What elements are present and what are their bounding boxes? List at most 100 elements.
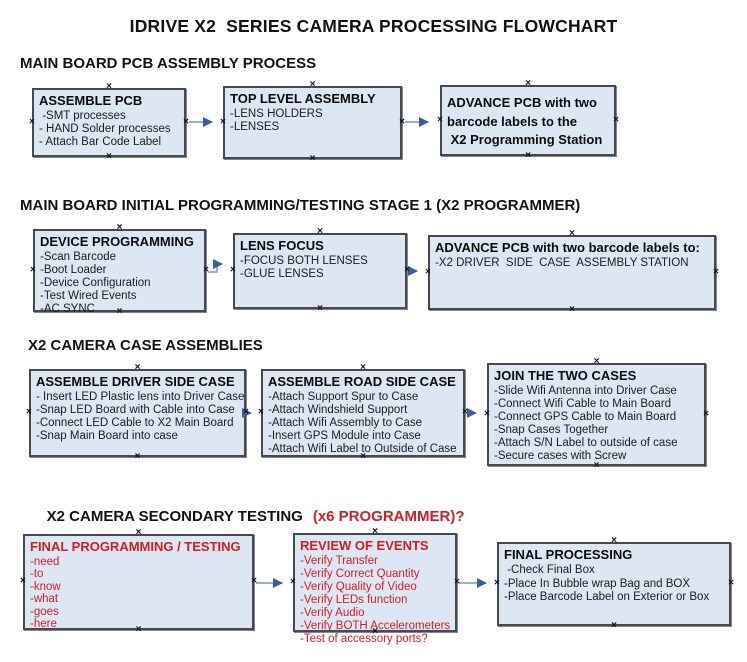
box-item: -Verify Transfer bbox=[300, 555, 378, 567]
section-heading-secondary-testing-black: X2 CAMERA SECONDARY TESTING bbox=[46, 508, 303, 525]
connector-handle-icon: × bbox=[309, 79, 316, 90]
connector-handle-icon: × bbox=[494, 577, 500, 589]
connector-handle-icon: × bbox=[203, 264, 209, 276]
connector-handle-icon: × bbox=[569, 304, 575, 315]
flow-box-advance-pcb-driver-side: ×××× ADVANCE PCB with two barcode labels… bbox=[425, 229, 719, 315]
box-item: -Insert GPS Module into Case bbox=[268, 430, 421, 442]
connector-handle-icon: × bbox=[611, 620, 617, 631]
box-item: -AC SYNC bbox=[40, 303, 95, 315]
connector-handle-icon: × bbox=[593, 356, 600, 367]
connector-handle-icon: × bbox=[372, 626, 378, 637]
box-item: -Snap Main Board into case bbox=[36, 430, 178, 442]
box-item: -Connect LED Cable to X2 Main Board bbox=[36, 417, 234, 429]
arrow-device-to-lensfocus bbox=[208, 259, 223, 273]
flow-box-assemble-road-side-case: × × × × ASSEMBLE ROAD SIDE CASE -Attach Sup… bbox=[258, 363, 468, 462]
connector-handle-icon: × bbox=[611, 535, 617, 546]
box-title-line: barcode labels to the bbox=[447, 113, 578, 129]
box-title: ADVANCE PCB with two barcode labels to: bbox=[435, 240, 700, 255]
box-item: -to bbox=[30, 568, 44, 581]
connector-handle-icon: × bbox=[462, 406, 468, 418]
connector-handle-icon: × bbox=[484, 408, 490, 420]
box-item: - Insert LED Plastic lens into Driver Ca… bbox=[36, 391, 245, 403]
connector-handle-icon: × bbox=[134, 362, 141, 373]
connector-handle-icon: × bbox=[116, 222, 123, 233]
box-item: -Verify BOTH Accelerometers bbox=[300, 620, 451, 632]
connector-handle-icon: × bbox=[525, 78, 531, 89]
box-item: -Snap LED Board with Cable into Case bbox=[36, 404, 235, 416]
box-title: ASSEMBLE ROAD SIDE CASE bbox=[268, 374, 456, 389]
connector-handle-icon: × bbox=[258, 406, 264, 418]
box-item: -need bbox=[30, 556, 60, 568]
connector-handle-icon: × bbox=[360, 451, 366, 462]
connector-handle-icon: × bbox=[317, 303, 323, 314]
connector-handle-icon: × bbox=[220, 116, 226, 128]
flow-box-review-of-events: ×××× REVIEW OF EVENTS -Verify Transfer -… bbox=[290, 527, 460, 646]
box-item: -Scan Barcode bbox=[40, 251, 117, 263]
box-item: -Test of accessory ports? bbox=[300, 633, 428, 645]
connector-handle-icon: × bbox=[309, 153, 316, 164]
box-title: LENS FOCUS bbox=[240, 238, 324, 253]
page-title: IDRIVE X2 SERIES CAMERA PROCESSING FLOWC… bbox=[129, 16, 618, 36]
connector-handle-icon: × bbox=[360, 362, 366, 373]
box-item: -what bbox=[30, 593, 59, 606]
box-item: -X2 DRIVER SIDE CASE ASSEMBLY STATION bbox=[435, 257, 689, 269]
box-item: -Verify Quality of Video bbox=[300, 581, 417, 593]
box-item: -Place In Bubble wrap Bag and BOX bbox=[504, 577, 691, 590]
box-item: -Slide Wifi Antenna into Driver Case bbox=[494, 385, 677, 397]
box-item: -FOCUS BOTH LENSES bbox=[240, 255, 368, 267]
box-title: TOP LEVEL ASSEMBLY bbox=[230, 91, 376, 106]
box-item: -Test Wired Events bbox=[40, 290, 137, 302]
connector-handle-icon: × bbox=[251, 575, 257, 587]
connector-handle-icon: × bbox=[399, 116, 405, 128]
box-title: FINAL PROGRAMMING / TESTING bbox=[30, 539, 241, 554]
connector-handle-icon: × bbox=[525, 150, 531, 161]
connector-handle-icon: × bbox=[26, 406, 32, 418]
box-item: -know bbox=[30, 580, 61, 593]
connector-handle-icon: × bbox=[613, 114, 619, 126]
connector-handle-icon: × bbox=[183, 116, 189, 128]
box-item: -LENSES bbox=[230, 121, 280, 133]
connector-handle-icon: × bbox=[290, 576, 296, 588]
flow-box-advance-pcb-programming-station: ×××× ADVANCE PCB with two barcode labels… bbox=[437, 79, 619, 161]
connector-handle-icon: × bbox=[116, 306, 123, 317]
box-item: - Attach Bar Code Label bbox=[39, 136, 162, 148]
box-item: -Attach S/N Label to outside of case bbox=[494, 437, 678, 449]
box-item: -Attach Windshield Support bbox=[268, 404, 408, 416]
connector-handle-icon: × bbox=[106, 151, 112, 162]
connector-handle-icon: × bbox=[106, 81, 112, 92]
box-item: -Verify Audio bbox=[300, 607, 365, 619]
box-item: -Place Barcode Label on Exterior or Box bbox=[504, 591, 710, 603]
connector-handle-icon: × bbox=[317, 226, 323, 237]
connector-handle-icon: × bbox=[404, 264, 410, 276]
box-item: -Connect GPS Cable to Main Board bbox=[494, 411, 677, 423]
connector-handle-icon: × bbox=[135, 527, 142, 538]
box-item: -Boot Loader bbox=[40, 264, 107, 276]
flow-box-assemble-driver-side-case: ×××× ASSEMBLE DRIVER SIDE CASE - Insert … bbox=[26, 363, 249, 462]
connector-handle-icon: × bbox=[437, 114, 443, 126]
box-item: -Attach Wifi Assembly to Case bbox=[268, 417, 423, 429]
box-item: -Verify LEDs function bbox=[300, 594, 408, 606]
connector-handle-icon: × bbox=[372, 526, 378, 537]
box-item: -GLUE LENSES bbox=[240, 268, 324, 280]
box-item: -Verify Correct Quantity bbox=[300, 568, 420, 580]
connector-handle-icon: × bbox=[135, 624, 142, 635]
box-title: FINAL PROCESSING bbox=[504, 547, 633, 562]
connector-handle-icon: × bbox=[713, 266, 719, 278]
connector-handle-icon: × bbox=[230, 264, 236, 276]
box-item: -Connect Wifi Cable to Main Board bbox=[494, 398, 672, 410]
box-item: -Check Final Box bbox=[504, 564, 595, 576]
flow-box-final-processing: × × × × FINAL PROCESSING -Check Final Box -… bbox=[494, 536, 734, 631]
connector-handle-icon: × bbox=[703, 408, 709, 420]
connector-handle-icon: × bbox=[30, 264, 36, 276]
box-item: -Attach Support Spur to Case bbox=[268, 391, 419, 403]
connector-handle-icon: × bbox=[20, 575, 26, 587]
flow-box-assemble-pcb: ×××× ASSEMBLE PCB -SMT processes - HAND … bbox=[29, 82, 189, 162]
box-item: -LENS HOLDERS bbox=[230, 108, 323, 120]
connector-handle-icon: × bbox=[728, 577, 734, 589]
connector-handle-icon: × bbox=[425, 266, 431, 278]
flow-box-lens-focus: × × × × LENS FOCUS -FOCUS BOTH LENSES -GLUE… bbox=[230, 227, 410, 314]
connector-handle-icon: × bbox=[454, 576, 460, 588]
box-title: ASSEMBLE PCB bbox=[39, 93, 143, 108]
section-heading-pcb-assembly: MAIN BOARD PCB ASSEMBLY PROCESS bbox=[20, 55, 317, 72]
